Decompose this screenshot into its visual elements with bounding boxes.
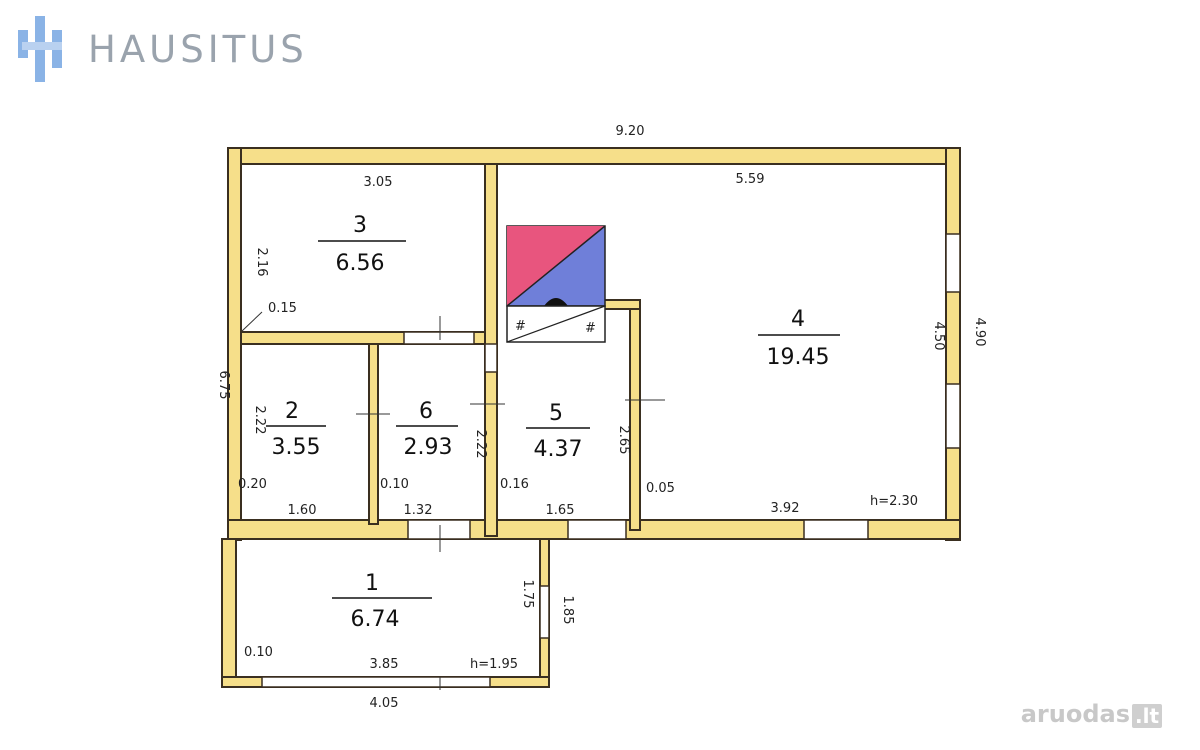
brand-header: HAUSITUS	[18, 16, 308, 82]
svg-text:6.75: 6.75	[216, 371, 231, 400]
dimension-ticks	[241, 311, 665, 690]
svg-text:h=1.95: h=1.95	[470, 657, 518, 672]
svg-text:2.22: 2.22	[473, 430, 488, 459]
svg-text:0.05: 0.05	[646, 481, 675, 496]
room-1-label: 1 6.74	[332, 571, 432, 632]
svg-text:3: 3	[353, 213, 367, 238]
svg-text:4: 4	[791, 307, 805, 332]
hausitus-logo-icon	[18, 16, 62, 82]
svg-text:0.15: 0.15	[268, 301, 297, 316]
svg-text:4.05: 4.05	[370, 696, 399, 711]
watermark-suffix: .lt	[1131, 704, 1162, 728]
watermark: aruodas .lt	[1021, 700, 1162, 728]
svg-text:#: #	[585, 321, 596, 336]
svg-text:3.85: 3.85	[370, 657, 399, 672]
room-labels: 3 6.56 4 19.45 2 3.55 6 2.93 5 4.37 1 6.…	[266, 213, 840, 632]
svg-text:1.75: 1.75	[520, 580, 535, 609]
dimension-labels: 9.20 6.75 3.05 2.16 0.15 5.59 4.50 4.90 …	[216, 124, 987, 711]
svg-text:6: 6	[419, 399, 433, 424]
svg-text:0.10: 0.10	[244, 645, 273, 660]
svg-text:4.37: 4.37	[534, 437, 583, 462]
svg-text:0.20: 0.20	[238, 477, 267, 492]
watermark-text: aruodas	[1020, 700, 1130, 728]
svg-text:2.22: 2.22	[252, 406, 267, 435]
svg-text:3.05: 3.05	[364, 175, 393, 190]
room-2-label: 2 3.55	[266, 399, 326, 460]
svg-text:1: 1	[365, 571, 379, 596]
svg-text:1.32: 1.32	[404, 503, 433, 518]
svg-text:3.92: 3.92	[771, 501, 800, 516]
svg-text:2.65: 2.65	[616, 426, 631, 455]
brand-name: HAUSITUS	[88, 27, 308, 71]
room-5-label: 5 4.37	[526, 401, 590, 462]
svg-text:1.60: 1.60	[288, 503, 317, 518]
svg-text:3.55: 3.55	[272, 435, 321, 460]
svg-text:4.50: 4.50	[931, 322, 946, 351]
svg-text:2: 2	[285, 399, 299, 424]
svg-text:9.20: 9.20	[616, 124, 645, 139]
svg-text:2.93: 2.93	[404, 435, 453, 460]
svg-text:#: #	[515, 319, 526, 334]
svg-text:6.74: 6.74	[351, 607, 400, 632]
svg-text:0.16: 0.16	[500, 477, 529, 492]
room-6-label: 6 2.93	[396, 399, 458, 460]
svg-text:2.16: 2.16	[254, 248, 269, 277]
svg-text:4.90: 4.90	[972, 318, 987, 347]
svg-text:6.56: 6.56	[336, 251, 385, 276]
svg-text:1.65: 1.65	[546, 503, 575, 518]
svg-text:0.10: 0.10	[380, 477, 409, 492]
openings	[261, 233, 961, 688]
svg-text:5.59: 5.59	[736, 172, 765, 187]
svg-text:5: 5	[549, 401, 563, 426]
svg-text:h=2.30: h=2.30	[870, 494, 918, 509]
svg-text:1.85: 1.85	[560, 596, 575, 625]
room-3-label: 3 6.56	[318, 213, 406, 276]
svg-text:19.45: 19.45	[767, 345, 830, 370]
stove-chimney: # #	[506, 225, 606, 343]
room-4-label: 4 19.45	[758, 307, 840, 370]
